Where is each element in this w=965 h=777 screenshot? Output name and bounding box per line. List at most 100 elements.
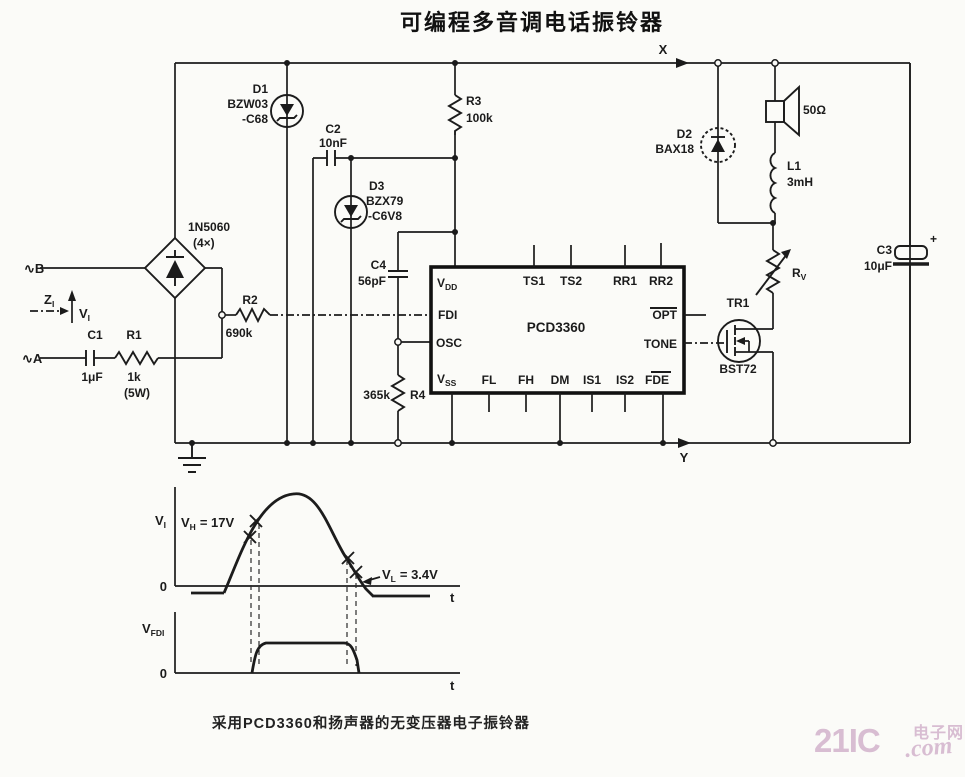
figure-caption: 采用PCD3360和扬声器的无变压器电子振铃器 (212, 716, 530, 732)
r4-ref: R4 (410, 388, 426, 402)
svg-text:VH= 17V: VH= 17V (181, 515, 234, 532)
r2-value: 690k (226, 326, 253, 340)
input-impedance-annotation: ZI VI (30, 290, 90, 323)
r2-ref: R2 (242, 293, 258, 307)
logo-brand-text: 21IC (814, 722, 881, 759)
bridge-qty-label: (4×) (193, 236, 215, 250)
speaker-impedance: 50Ω (803, 103, 826, 117)
21ic-logo: 21IC 电子网 .com (808, 718, 964, 768)
wf1-vh-label: V (181, 515, 190, 530)
capacitor-c1: C1 1μF (40, 328, 115, 384)
c1-ref: C1 (87, 328, 103, 342)
wf2-ylabel: V (142, 621, 151, 636)
wf1-zero: 0 (160, 579, 167, 594)
r4-value: 365k (363, 388, 390, 402)
inductor-l1: L1 3mH (769, 122, 813, 223)
zi-label: Z (44, 292, 52, 307)
pin-fh: FH (518, 373, 534, 387)
d1-type2: -C68 (242, 112, 268, 126)
svg-text:VSS: VSS (437, 372, 457, 388)
svg-text:VI: VI (79, 306, 90, 323)
node-y-marker: Y (678, 438, 691, 465)
r1-power-note: (5W) (124, 386, 150, 400)
r1-ref: R1 (126, 328, 142, 342)
c3-ref: C3 (877, 243, 893, 257)
d3-ref: D3 (369, 179, 385, 193)
speaker-symbol: 50Ω (765, 63, 826, 138)
c2-value: 10nF (319, 136, 347, 150)
pin-is1: IS1 (583, 373, 601, 387)
d1-type: BZW03 (227, 97, 268, 111)
capacitor-c3: C3 10μF + (864, 63, 937, 443)
waveform-vfdi-plot: VFDI 0 t (142, 612, 460, 693)
ground-symbol (178, 443, 206, 473)
logo-com-text: .com (903, 732, 954, 764)
diode-d3-zener: D3 BZX79 -C6V8 (334, 158, 404, 443)
d3-type2: -C6V8 (368, 209, 402, 223)
terminal-b-label: ∿B (24, 261, 44, 276)
ic-pcd3360: PCD3360 VDD FDI OSC VSS TS1 TS2 RR1 RR2 … (429, 243, 727, 443)
pin-rr2: RR2 (649, 274, 673, 288)
capacitor-c2: C2 10nF (312, 122, 455, 443)
node-x-marker: X (659, 42, 689, 68)
pin-opt: OPT (652, 308, 677, 322)
vi-label: V (79, 306, 88, 321)
diode-d1-zener: D1 BZW03 -C68 (227, 63, 304, 443)
d1-ref: D1 (253, 82, 269, 96)
l1-ref: L1 (787, 159, 801, 173)
l1-value: 3mH (787, 175, 813, 189)
d2-type: BAX18 (655, 142, 694, 156)
pin-fl: FL (482, 373, 497, 387)
tr1-ref: TR1 (727, 296, 750, 310)
svg-text:VL= 3.4V: VL= 3.4V (382, 567, 438, 584)
pin-osc: OSC (436, 336, 462, 350)
node-y-label: Y (680, 450, 689, 465)
terminal-a-label: ∿A (22, 351, 43, 366)
r3-value: 100k (466, 111, 493, 125)
svg-text:ZI: ZI (44, 292, 54, 309)
pin-ts2: TS2 (560, 274, 582, 288)
c3-value: 10μF (864, 259, 892, 273)
transistor-tr1-bst72: TR1 BST72 (717, 296, 774, 443)
wf1-vl-label: V (382, 567, 391, 582)
c3-polarity: + (930, 232, 937, 246)
c4-value: 56pF (358, 274, 386, 288)
rv-ref: R (792, 266, 801, 280)
logo-chinese-text: 电子网 (912, 725, 964, 742)
pin-is2: IS2 (616, 373, 634, 387)
svg-text:RV: RV (792, 266, 807, 282)
c4-ref: C4 (371, 258, 387, 272)
wf2-xlabel: t (450, 678, 455, 693)
svg-text:VDD: VDD (437, 276, 457, 292)
ic-name: PCD3360 (527, 320, 586, 335)
resistor-rv-variable: RV (755, 223, 807, 298)
d2-ref: D2 (677, 127, 693, 141)
pin-fde: FDE (645, 373, 669, 387)
wf1-xlabel: t (450, 590, 455, 605)
wf1-ylabel: V (155, 513, 164, 528)
capacitor-c4: C4 56pF (358, 231, 455, 342)
pin-fdi: FDI (438, 308, 457, 322)
waveform-vi-plot: VI VH= 17V VL= 3.4V 0 t (155, 487, 460, 666)
diode-d2: D2 BAX18 (655, 63, 773, 224)
resistor-r3: R3 100k (447, 63, 493, 267)
pin-tone: TONE (644, 337, 677, 351)
c2-ref: C2 (325, 122, 341, 136)
threshold-cross-marks (243, 514, 363, 579)
svg-text:VFDI: VFDI (142, 621, 164, 638)
junction-dots (189, 59, 779, 447)
bridge-rectifier-1n5060: 1N5060 (4×) (40, 220, 230, 358)
pin-ts1: TS1 (523, 274, 545, 288)
wf2-zero: 0 (160, 666, 167, 681)
resistor-r4: 365k R4 (363, 341, 431, 443)
tr1-type: BST72 (719, 362, 757, 376)
pin-rr1: RR1 (613, 274, 637, 288)
r1-value: 1k (127, 370, 141, 384)
c1-value: 1μF (81, 370, 102, 384)
d3-type: BZX79 (366, 194, 404, 208)
resistor-r1: R1 1k (5W) (114, 328, 222, 400)
node-x-label: X (659, 42, 668, 57)
svg-text:VI: VI (155, 513, 166, 530)
page-title: 可编程多音调电话振铃器 (400, 10, 665, 35)
